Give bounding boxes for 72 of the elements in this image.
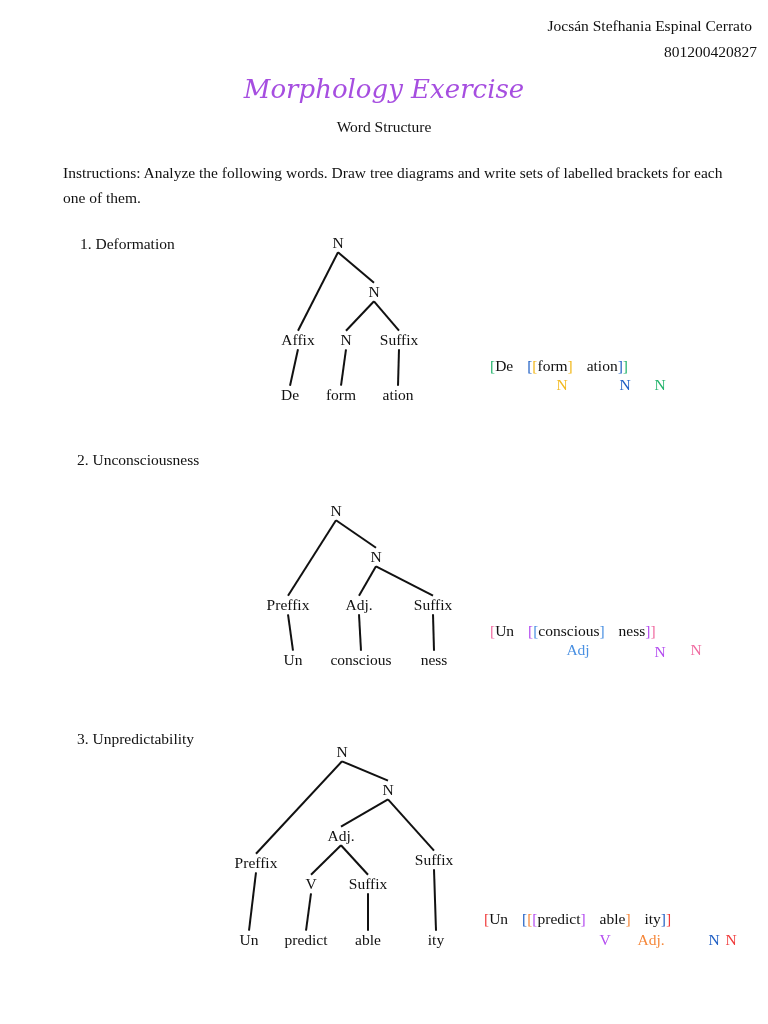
tree-node-label: V [305, 874, 317, 894]
tree-node-label: Suffix [413, 595, 453, 615]
tree-branch [305, 892, 312, 932]
text-label: Jocsán Stefhania Espinal Cerrato [547, 16, 752, 36]
tree-node-label: Un [239, 930, 259, 950]
text-label: Instructions: Analyze the following words. Draw tree diagrams and write sets of labelled brackets for each one of them. [63, 163, 723, 208]
category-subscript: N [654, 642, 666, 662]
labelled-bracket: [Un [[conscious] ness]] [490, 621, 656, 641]
tree-branch [345, 300, 375, 332]
category-subscript: Adj. [637, 930, 665, 950]
tree-branch [310, 844, 342, 876]
tree-node-label: Adj. [327, 826, 355, 846]
tree-branch [367, 892, 369, 932]
labelled-bracket: [Un [[[predict] able] ity]] [484, 909, 672, 929]
tree-branch [358, 565, 377, 597]
tree-branch [287, 519, 337, 597]
tree-node-label: N [330, 501, 342, 521]
tree-branch [373, 300, 400, 332]
tree-node-label: conscious [330, 650, 392, 670]
tree-branch [255, 760, 343, 855]
tree-node-label: ity [427, 930, 445, 950]
tree-node-label: form [325, 385, 357, 405]
category-subscript: N [725, 930, 737, 950]
category-subscript: Adj [566, 640, 590, 660]
tree-node-label: N [332, 233, 344, 253]
title: Morphology Exercise [243, 74, 525, 104]
tree-node-label: able [355, 930, 381, 950]
tree-branch [287, 613, 294, 652]
tree-node-label: ness [420, 650, 448, 670]
labelled-bracket: [De [[form] ation]] [490, 356, 628, 376]
tree-branch [375, 565, 434, 597]
text-label: 2. Unconsciousness [77, 450, 200, 470]
tree-branch [337, 251, 375, 284]
tree-branch [433, 868, 437, 932]
tree-branch [397, 348, 400, 387]
tree-node-label: Suffix [414, 850, 454, 870]
tree-branch [289, 348, 299, 387]
tree-branch [340, 844, 369, 876]
tree-node-label: Suffix [348, 874, 388, 894]
text-label: 801200420827 [664, 42, 757, 62]
tree-node-label: Affix [281, 330, 315, 350]
tree-branch [340, 348, 347, 387]
tree-node-label: N [340, 330, 352, 350]
tree-node-label: predict [284, 930, 328, 950]
tree-node-label: Un [283, 650, 303, 670]
tree-branch [335, 519, 377, 549]
category-subscript: N [654, 375, 666, 395]
tree-branch [341, 760, 389, 782]
tree-node-label: ation [382, 385, 414, 405]
tree-node-label: Preffix [234, 853, 278, 873]
tree-branch [358, 613, 362, 652]
text-label: 3. Unpredictability [77, 729, 195, 749]
category-subscript: N [556, 375, 568, 395]
tree-branch [297, 251, 339, 332]
tree-branch [432, 613, 435, 652]
tree-node-label: N [336, 742, 348, 762]
text-label: Word Structure [336, 117, 432, 137]
category-subscript: N [690, 640, 702, 660]
tree-branch [340, 798, 389, 828]
tree-node-label: N [382, 780, 394, 800]
tree-node-label: Preffix [266, 595, 310, 615]
text-label: 1. Deformation [80, 234, 175, 254]
category-subscript: N [619, 375, 631, 395]
tree-node-label: N [370, 547, 382, 567]
tree-node-label: N [368, 282, 380, 302]
tree-node-label: De [280, 385, 300, 405]
tree-node-label: Suffix [379, 330, 419, 350]
category-subscript: N [708, 930, 720, 950]
category-subscript: V [599, 930, 611, 950]
tree-branch [248, 871, 257, 932]
tree-branch [387, 798, 435, 852]
tree-node-label: Adj. [345, 595, 373, 615]
